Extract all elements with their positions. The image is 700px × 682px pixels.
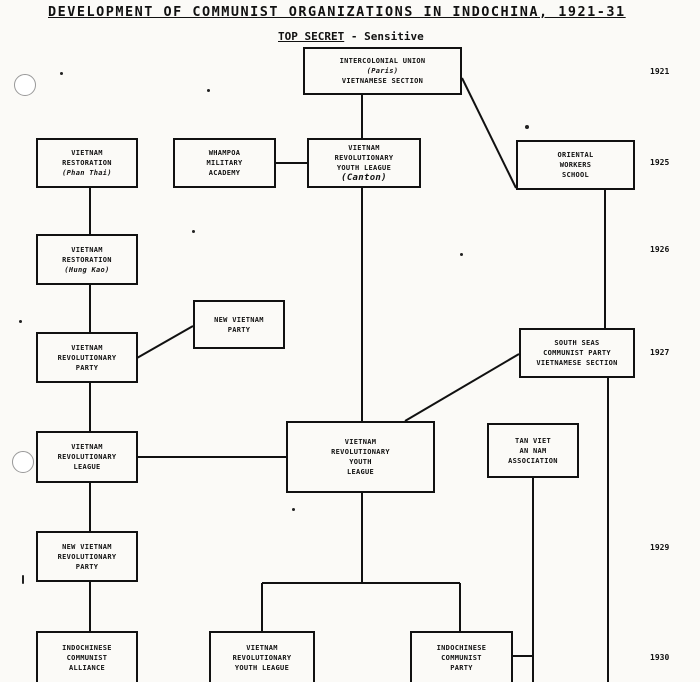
box-south-seas-communist-party: SOUTH SEAS COMMUNIST PARTY VIETNAMESE SE… (519, 328, 635, 378)
box-line: NEW VIETNAM (62, 542, 112, 551)
box-line: TAN VIET (514, 436, 552, 445)
box-line: ASSOCIATION (508, 456, 558, 465)
box-line: NEW VIETNAM (214, 315, 264, 324)
scan-speck (60, 72, 63, 75)
box-vietnam-restoration-hung-kao: VIETNAM RESTORATION (Hung Kao) (36, 234, 138, 285)
year-label: 1925 (650, 158, 670, 167)
scan-speck (207, 89, 210, 92)
box-line: VIETNAM (246, 643, 278, 652)
scan-speck (192, 230, 195, 233)
box-line: COMMUNIST (441, 653, 482, 662)
box-line: RESTORATION (62, 159, 112, 167)
box-line: REVOLUTIONARY (334, 154, 394, 162)
box-intercolonial-union: INTERCOLONIAL UNION (Paris) VIETNAMESE S… (303, 47, 462, 95)
box-line: VIETNAM (344, 438, 377, 446)
box-line: REVOLUTIONARY (57, 353, 117, 362)
box-oriental-workers-school: ORIENTAL WORKERS SCHOOL (516, 140, 635, 190)
box-line: AN NAM (519, 446, 547, 455)
box-line: LEAGUE (73, 463, 101, 471)
box-line: INTERCOLONIAL UNION (339, 57, 426, 65)
box-line: (Paris) (366, 67, 399, 75)
year-label: 1921 (650, 67, 670, 76)
box-line: PARTY (75, 363, 99, 372)
year-label: 1927 (650, 348, 670, 357)
box-new-vietnam-revolutionary-party: NEW VIETNAM REVOLUTIONARY PARTY (36, 531, 138, 582)
year-label: 1930 (650, 653, 670, 662)
box-line: VIETNAM (71, 443, 103, 451)
box-line: MILITARY (206, 159, 243, 167)
classification-label: TOP SECRET (278, 30, 345, 43)
box-line: INDOCHINESE (62, 643, 112, 652)
box-line: PARTY (227, 325, 251, 334)
box-new-vietnam-party: NEW VIETNAM PARTY (193, 300, 285, 349)
box-line: (Canton) (341, 173, 387, 183)
connector-southseas-center (404, 353, 520, 422)
box-line: REVOLUTIONARY (57, 552, 117, 561)
box-vietnam-revolutionary-party: VIETNAM REVOLUTIONARY PARTY (36, 332, 138, 383)
box-whampoa-military-academy: WHAMPOA MILITARY ACADEMY (173, 138, 276, 188)
binder-hole (12, 451, 34, 473)
box-line: SCHOOL (561, 171, 590, 179)
connector-newparty-revparty (136, 325, 194, 359)
box-line: (Hung Kao) (64, 265, 110, 274)
box-line: VIETNAM (71, 149, 103, 157)
box-indochinese-communist-alliance: INDOCHINESE COMMUNIST ALLIANCE (36, 631, 138, 682)
box-line: COMMUNIST PARTY (543, 349, 611, 357)
box-line: ALLIANCE (68, 663, 106, 672)
box-line: VIETNAM (71, 343, 103, 352)
box-line: RESTORATION (62, 255, 112, 264)
box-line: REVOLUTIONARY (331, 448, 390, 456)
box-line: VIETNAM (348, 144, 380, 152)
box-line: WORKERS (559, 161, 592, 169)
box-line: ORIENTAL (557, 151, 594, 159)
box-line: YOUTH (349, 458, 372, 466)
box-line: YOUTH LEAGUE (336, 164, 392, 172)
box-vietnam-revolutionary-youth-league-1930: VIETNAM REVOLUTIONARY YOUTH LEAGUE (209, 631, 315, 682)
box-line: PARTY (450, 663, 473, 672)
box-line: YOUTH LEAGUE (234, 663, 290, 672)
box-line: WHAMPOA (208, 149, 241, 157)
box-line: VIETNAM (71, 245, 103, 254)
classification-marking: TOP SECRET - Sensitive (278, 30, 424, 43)
box-vietnam-revolutionary-league: VIETNAM REVOLUTIONARY LEAGUE (36, 431, 138, 483)
box-line: SOUTH SEAS (554, 339, 600, 347)
box-line: VIETNAMESE SECTION (341, 77, 424, 85)
year-label: 1926 (650, 245, 670, 254)
scan-speck (525, 125, 529, 129)
box-vietnam-restoration-phan-thai: VIETNAM RESTORATION (Phan Thai) (36, 138, 138, 188)
box-youth-league-canton: VIETNAM REVOLUTIONARY YOUTH LEAGUE (Cant… (307, 138, 421, 188)
box-line: INDOCHINESE (436, 643, 487, 652)
classification-suffix: - Sensitive (344, 30, 424, 43)
box-line: PARTY (75, 562, 99, 571)
box-line: REVOLUTIONARY (57, 453, 117, 461)
box-line: VIETNAMESE SECTION (536, 359, 618, 367)
box-vietnam-revolutionary-youth-league: VIETNAM REVOLUTIONARY YOUTH LEAGUE (286, 421, 435, 493)
scan-speck (22, 575, 24, 584)
scan-speck (460, 253, 463, 256)
box-tan-viet-association: TAN VIET AN NAM ASSOCIATION (487, 423, 579, 478)
box-line: ACADEMY (208, 169, 241, 177)
scan-speck (19, 320, 22, 323)
box-indochinese-communist-party: INDOCHINESE COMMUNIST PARTY (410, 631, 513, 682)
page-title: DEVELOPMENT OF COMMUNIST ORGANIZATIONS I… (48, 4, 626, 20)
box-line: REVOLUTIONARY (232, 653, 292, 662)
box-line: COMMUNIST (66, 653, 108, 662)
binder-hole (14, 74, 36, 96)
year-label: 1929 (650, 543, 670, 552)
scan-speck (292, 508, 295, 511)
box-line: LEAGUE (346, 468, 375, 476)
box-line: (Phan Thai) (62, 169, 112, 177)
connector-intercolonial-oriental (461, 77, 517, 189)
